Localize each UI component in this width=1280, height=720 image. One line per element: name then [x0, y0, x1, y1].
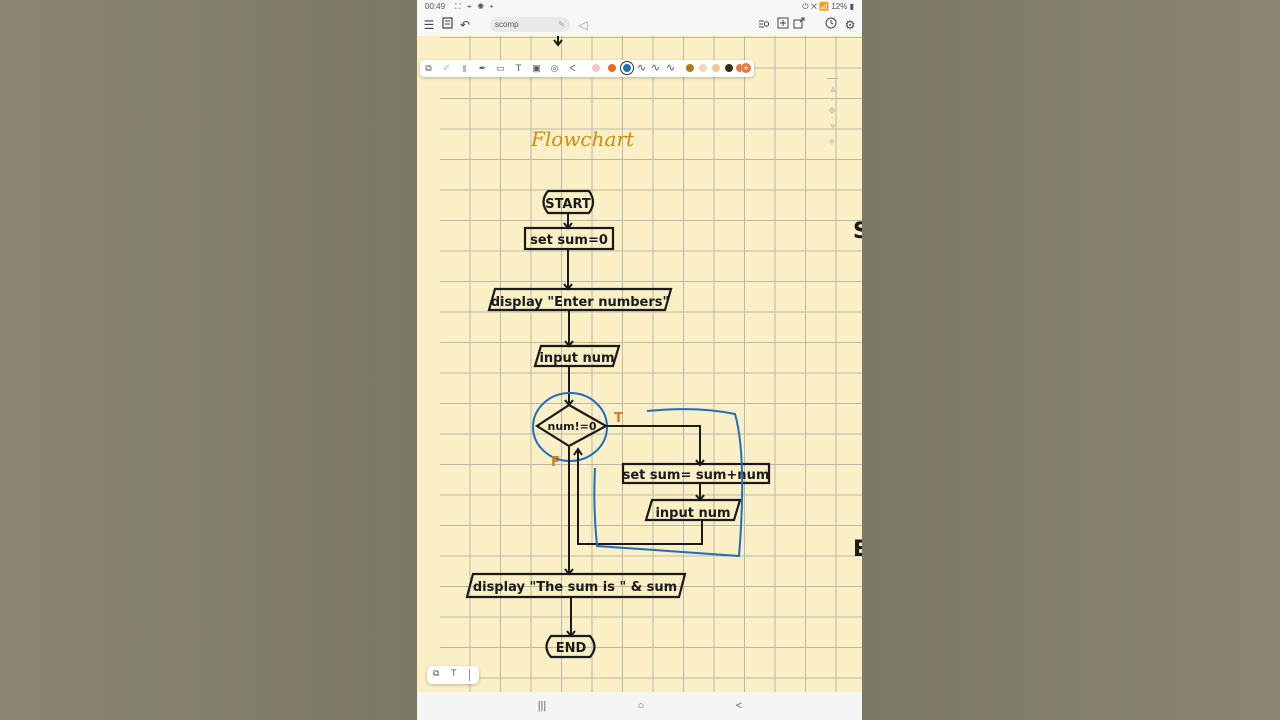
io-display-sum [465, 572, 687, 599]
color-swatch[interactable] [736, 64, 741, 72]
recent-apps-icon[interactable]: ||| [537, 700, 547, 712]
system-nav-bar: ||| ○ < [417, 692, 862, 720]
stroke-style-icon[interactable]: ∿ [665, 62, 676, 74]
phone-screen: 00:49 ⛶ ⌖ ◉ • ⏻ ✕ 📶 12% ▮ ☰ ↶ scomp ✎ ◁ … [417, 0, 862, 720]
text-icon[interactable]: T [515, 63, 522, 73]
selected-color-ring [620, 61, 634, 75]
add-sum-label: set sum= sum+num [623, 468, 770, 483]
settings-icon[interactable]: ⚙ [844, 18, 856, 32]
false-label: F [551, 455, 560, 470]
stroke-style-icon[interactable]: ∿ [650, 62, 661, 74]
page-gutter [417, 36, 440, 692]
start-label: START [545, 197, 591, 212]
status-notification-icons: ⛶ ⌖ ◉ • [455, 2, 495, 11]
flowchart-drawing: Flowchart START set sum=0 display "Enter… [465, 36, 862, 659]
input-num-1-label: input num [539, 351, 614, 366]
add-page-icon[interactable] [775, 17, 791, 33]
status-system-icons: ⏻ ✕ 📶 12% ▮ [802, 2, 854, 11]
text-icon[interactable]: T [451, 668, 457, 678]
separator-dot: • [831, 116, 834, 122]
right-edge-letter-e: E [853, 537, 862, 562]
color-swatch[interactable] [686, 64, 694, 72]
search-input[interactable]: scomp ✎ [490, 17, 570, 32]
collapse-icon[interactable]: ◁ [578, 18, 588, 32]
io-input-num-1 [533, 344, 621, 368]
pencil-icon[interactable]: ✐ [442, 63, 451, 73]
blurred-background-left [0, 0, 417, 720]
right-edge-letter-s: S [853, 219, 862, 244]
home-icon[interactable]: ○ [637, 700, 645, 712]
undo-icon[interactable]: ↶ [459, 18, 471, 32]
back-icon[interactable]: < [735, 700, 743, 712]
lasso-icon[interactable]: ⧉ [433, 668, 440, 678]
pen-icon[interactable]: ✒ [478, 63, 487, 73]
bottom-quick-tools: ⧉ T [427, 666, 479, 684]
shape-icon[interactable]: ◎ [550, 63, 559, 73]
separator-dot: • [831, 98, 834, 104]
divider [827, 78, 839, 79]
end-terminal [545, 634, 596, 659]
menu-icon[interactable]: ☰ [423, 18, 435, 32]
set-sum-label: set sum=0 [530, 233, 608, 248]
lasso-icon[interactable]: ⧉ [425, 63, 432, 73]
side-scroll-controls: ▲ • ◆ • ▼ ◈ [825, 78, 843, 148]
search-text-icon[interactable] [756, 17, 772, 33]
plus-icon[interactable]: + [741, 63, 751, 73]
io-display-enter [487, 287, 673, 312]
pen-toolbar: ⧉ ✐ ▮ ✒ ▭ T ▣ ◎ ᐸ ∿ ∿ ∿ + [420, 60, 754, 77]
color-swatch-selected[interactable] [623, 64, 631, 72]
end-label: END [556, 641, 587, 656]
true-label: T [614, 411, 623, 426]
highlighter-icon[interactable]: ▮ [462, 63, 467, 73]
history-icon[interactable] [823, 17, 839, 33]
notebook-canvas[interactable] [440, 36, 862, 692]
notebook-pages-icon[interactable] [439, 17, 455, 33]
scroll-up-icon[interactable]: ▲ [828, 84, 838, 95]
blue-loop-annotation [593, 408, 744, 558]
collapse-tools-icon[interactable]: ᐸ [569, 63, 576, 73]
scroll-down-icon[interactable]: ▼ [828, 122, 838, 133]
color-swatch[interactable] [592, 64, 600, 72]
app-toolbar: ☰ ↶ scomp ✎ ◁ ⚙ [417, 14, 862, 37]
color-swatch[interactable] [725, 64, 733, 72]
input-num-2-label: input num [655, 506, 730, 521]
edit-pencil-icon[interactable]: ✎ [558, 20, 565, 29]
display-sum-label: display "The sum is " & sum [473, 580, 677, 595]
divider [469, 669, 470, 681]
start-terminal [542, 189, 595, 215]
status-time: 00:49 [425, 2, 446, 11]
color-swatch[interactable] [608, 64, 616, 72]
decision-label: num!=0 [547, 420, 596, 433]
color-swatch[interactable] [712, 64, 720, 72]
eraser-icon[interactable]: ▭ [496, 63, 505, 73]
stroke-style-icon[interactable]: ∿ [636, 62, 647, 74]
io-input-num-2 [644, 498, 742, 522]
export-icon[interactable] [791, 17, 807, 33]
image-icon[interactable]: ▣ [532, 63, 541, 73]
layers-icon[interactable]: ◈ [828, 136, 836, 147]
process-add-sum [621, 462, 771, 485]
scroll-thumb-icon[interactable]: ◆ [828, 105, 836, 116]
display-enter-label: display "Enter numbers" [491, 295, 670, 310]
status-bar: 00:49 ⛶ ⌖ ◉ • ⏻ ✕ 📶 12% ▮ [417, 0, 862, 14]
color-swatch[interactable] [699, 64, 707, 72]
blurred-background-right [862, 0, 1280, 720]
page-title: Flowchart [530, 127, 635, 151]
search-value: scomp [495, 20, 519, 29]
